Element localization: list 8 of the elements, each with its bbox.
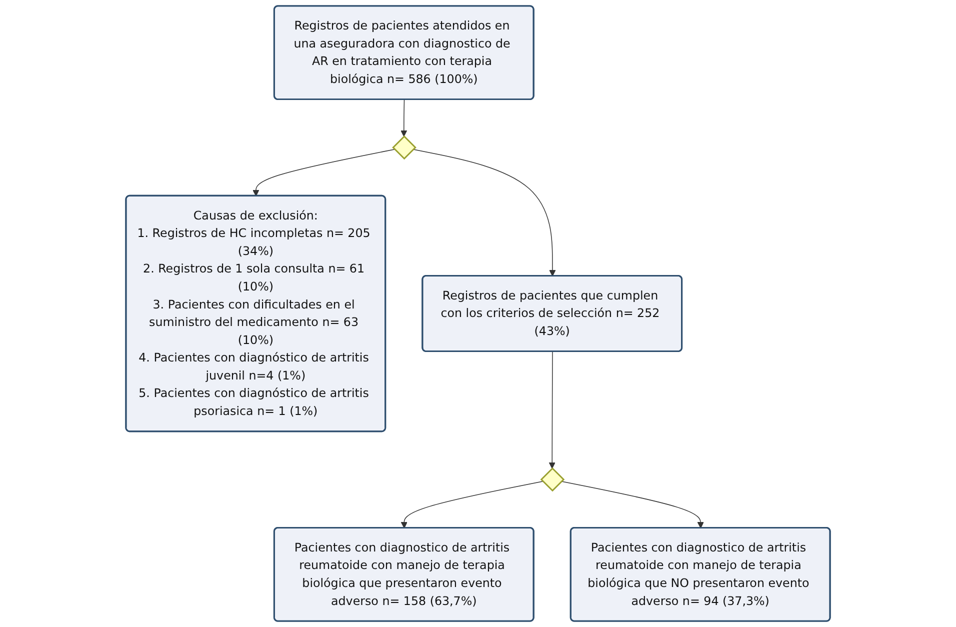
node-diamond xyxy=(392,135,416,160)
arrow xyxy=(561,481,704,528)
node-diamond xyxy=(540,467,565,492)
arrow xyxy=(400,481,544,528)
arrow xyxy=(412,148,556,276)
arrow xyxy=(548,351,556,469)
arrow xyxy=(252,148,395,196)
arrow xyxy=(400,99,408,137)
